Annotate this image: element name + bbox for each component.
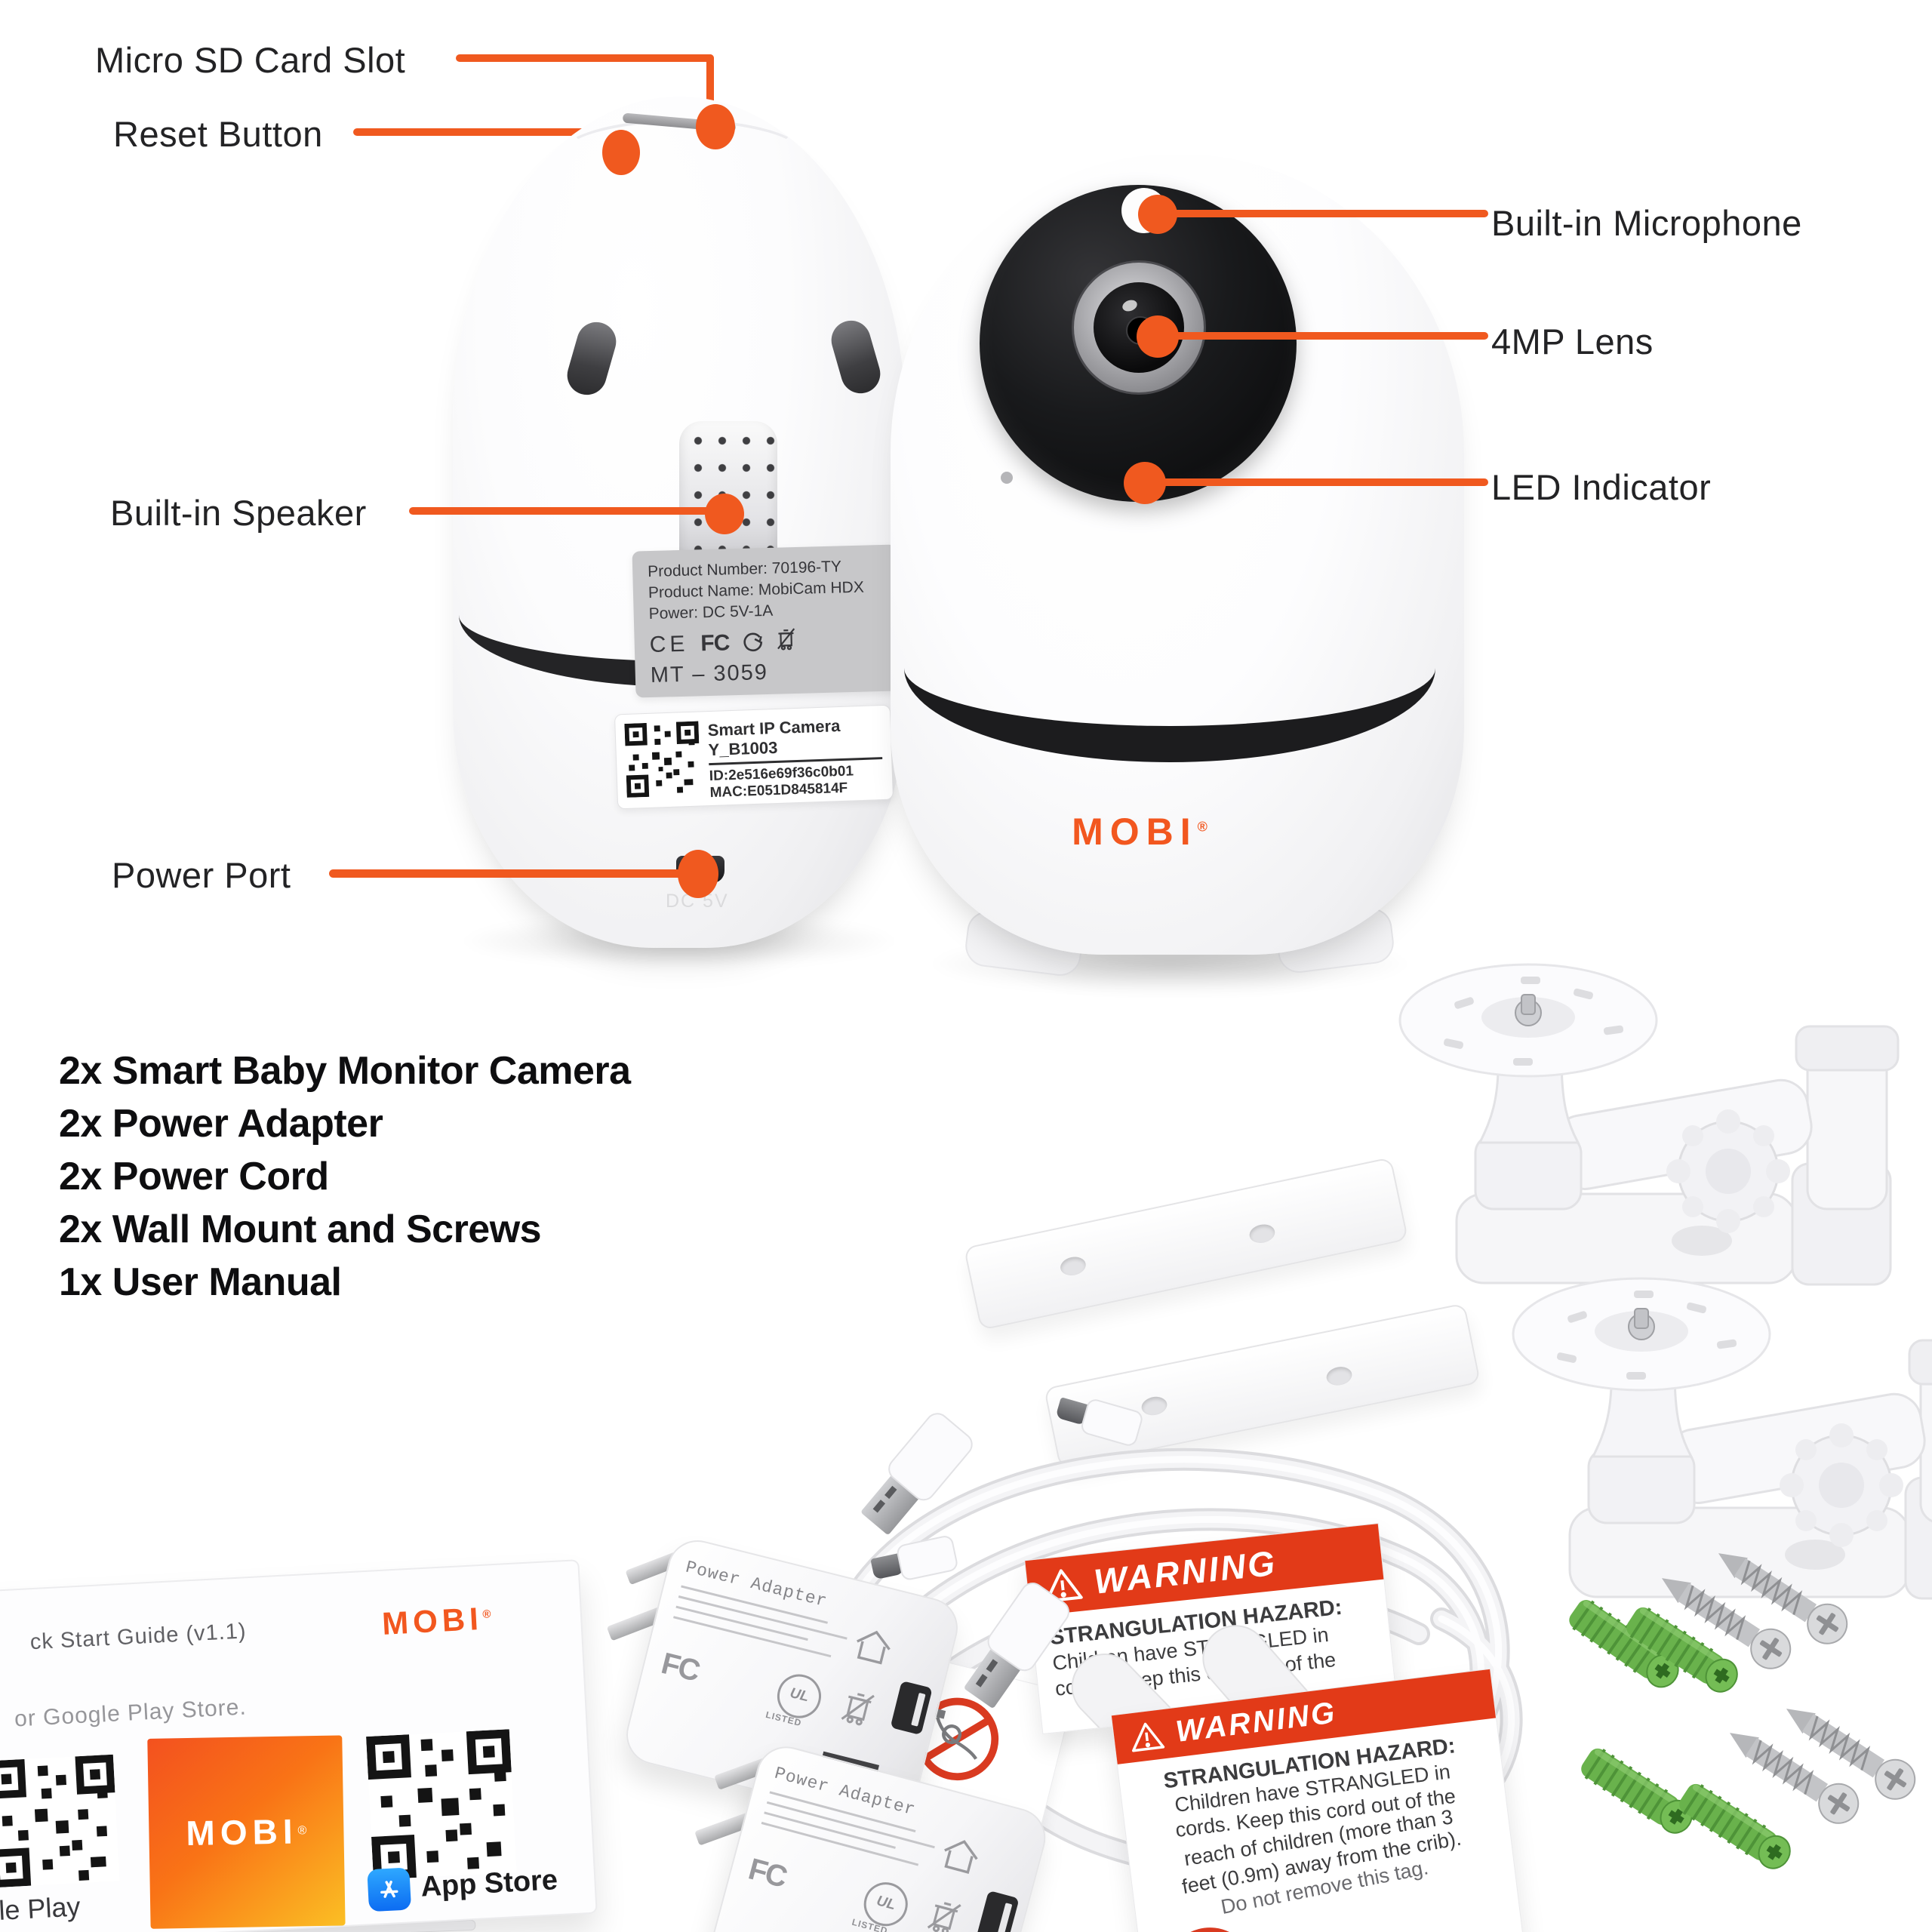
callout-power-port-line — [329, 869, 684, 878]
list-item: 2x Power Adapter — [59, 1102, 383, 1146]
callout-led-dot — [1124, 462, 1166, 504]
warning-tag-1: WARNING STRANGULATION HAZARD: Children h… — [1024, 1522, 1397, 1735]
callout-speaker-line — [409, 507, 711, 515]
power-adapter-1: Power Adapter FC UL LISTED — [571, 1523, 976, 1850]
recycle-icon — [741, 629, 764, 656]
device-id-label: Smart IP Camera Y_B1003 ID:2e516e69f36c0… — [614, 704, 894, 810]
callout-reset-dot — [602, 130, 640, 175]
callout-reset-label: Reset Button — [113, 114, 323, 154]
callout-lens-line — [1174, 332, 1488, 340]
callout-lens-dot — [1137, 315, 1179, 358]
mount-plate — [1398, 963, 1658, 1078]
callout-micro-sd-line-h — [456, 54, 714, 62]
user-manual: ck Start Guide (v1.1) MOBI® or Google Pl… — [0, 1559, 598, 1932]
weee-bin-icon — [837, 1686, 877, 1735]
registered-mark: ® — [1197, 819, 1208, 835]
model-number: MT – 3059 — [650, 660, 769, 688]
lens-glint — [1121, 298, 1140, 313]
indoor-use-house-icon — [847, 1621, 899, 1676]
front-brand-logo: MOBI® — [1072, 811, 1208, 853]
mounting-strip-1 — [963, 1157, 1409, 1331]
list-item: 2x Wall Mount and Screws — [59, 1208, 542, 1251]
google-play-text-fragment: le Play — [0, 1890, 82, 1926]
callout-microphone-dot — [1138, 195, 1177, 234]
callout-speaker-label: Built-in Speaker — [110, 493, 367, 533]
wall-mount-bracket-1 — [1398, 963, 1900, 1286]
indoor-use-house-icon — [934, 1830, 986, 1885]
wall-mount-bracket-2 — [1512, 1277, 1932, 1600]
screw — [1661, 1578, 1792, 1669]
app-store-icon — [367, 1867, 412, 1912]
callout-speaker-dot — [705, 494, 744, 534]
callout-microphone-line — [1171, 210, 1488, 217]
screw — [1786, 1709, 1916, 1800]
qr-code-device — [624, 721, 701, 798]
callout-micro-sd-line-v — [706, 54, 714, 112]
wall-anchor — [1626, 1607, 1738, 1693]
warning-tag-2: WARNING STRANGULATION HAZARD: Children h… — [1110, 1668, 1531, 1932]
box-contents-list: 2x Smart Baby Monitor Camera 2x Power Ad… — [59, 1044, 631, 1309]
wall-anchor — [1679, 1783, 1791, 1869]
callout-power-port-dot — [678, 850, 718, 898]
qr-code-app-store — [366, 1729, 517, 1880]
mount-knob — [1780, 1423, 1903, 1547]
qr-code-google-play — [0, 1754, 120, 1888]
manual-brand-logo: MOBI® — [380, 1600, 491, 1641]
pinhole — [1001, 472, 1013, 484]
callout-micro-sd-label: Micro SD Card Slot — [95, 40, 406, 80]
fcc-mark: FC — [700, 629, 730, 656]
app-tile-brand: MOBI — [186, 1811, 299, 1854]
warning-triangle-icon — [1131, 1722, 1165, 1752]
wall-anchor — [1581, 1748, 1693, 1834]
camera-back-view: Product Number: 70196-TY Product Name: M… — [453, 97, 906, 948]
callout-micro-sd-dot — [696, 104, 735, 149]
ce-mark: CE — [649, 631, 689, 657]
spec-label: Product Number: 70196-TY Product Name: M… — [632, 544, 900, 698]
camera-front-view: MOBI® — [891, 155, 1464, 979]
callout-reset-line — [353, 128, 607, 136]
weee-bin-icon — [923, 1894, 963, 1932]
wall-anchor — [1569, 1600, 1679, 1688]
mount-plate — [1512, 1277, 1771, 1392]
weee-bin-icon — [776, 627, 796, 656]
callout-lens-label: 4MP Lens — [1491, 321, 1654, 361]
list-item: 1x User Manual — [59, 1260, 342, 1304]
callout-power-port-label: Power Port — [112, 855, 291, 895]
mobi-app-tile: MOBI® — [147, 1735, 346, 1929]
callout-microphone-label: Built-in Microphone — [1491, 203, 1802, 243]
list-item: 2x Power Cord — [59, 1155, 329, 1198]
camera-top-seam — [558, 119, 806, 193]
screw — [1729, 1733, 1860, 1824]
warning-triangle-icon — [1044, 1569, 1083, 1603]
callout-led-label: LED Indicator — [1491, 467, 1712, 507]
mount-knob — [1666, 1109, 1790, 1233]
camera-front-black-band — [904, 574, 1435, 762]
list-item: 2x Smart Baby Monitor Camera — [59, 1049, 631, 1093]
screw — [1718, 1553, 1848, 1644]
power-adapter-2: Power Adapter FC UL LISTED — [657, 1728, 1063, 1932]
callout-led-line — [1161, 478, 1488, 486]
